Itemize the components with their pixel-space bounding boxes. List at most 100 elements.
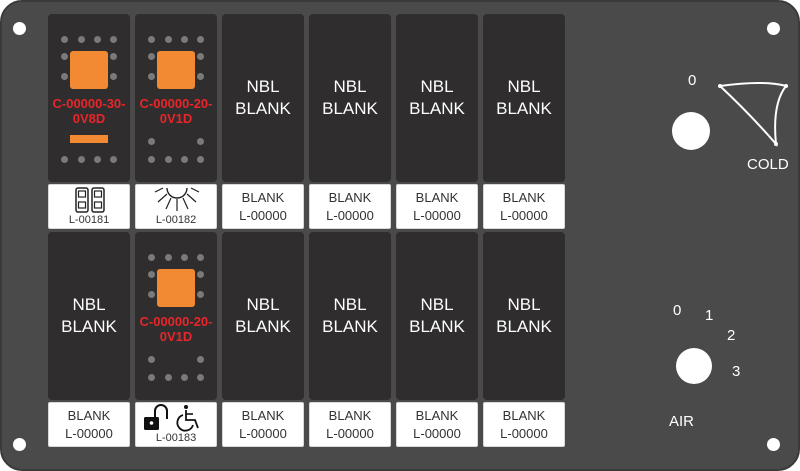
led-dot bbox=[197, 356, 204, 363]
switch-code: C-00000-20- 0V1D bbox=[131, 314, 221, 344]
air-position-0: 0 bbox=[673, 302, 682, 319]
led-dot bbox=[197, 53, 204, 60]
led-dot bbox=[148, 73, 155, 80]
temp-scale-arc bbox=[717, 82, 788, 148]
led-dot bbox=[61, 53, 68, 60]
led-dot bbox=[165, 156, 172, 163]
switch-label-bottom-3: BLANK L-00000 bbox=[222, 402, 304, 447]
led-dot bbox=[148, 254, 155, 261]
led-dot bbox=[78, 36, 85, 43]
mount-hole-top-right bbox=[767, 22, 780, 35]
led-dot bbox=[197, 36, 204, 43]
led-dot bbox=[181, 254, 188, 261]
indicator-light bbox=[70, 51, 108, 89]
led-dot bbox=[78, 156, 85, 163]
switch-top-1[interactable]: C-00000-30- 0V8D bbox=[48, 14, 130, 182]
switch-label-top-6: BLANK L-00000 bbox=[483, 184, 565, 229]
air-label: AIR bbox=[669, 413, 695, 430]
switch-label-top-3: BLANK L-00000 bbox=[222, 184, 304, 229]
indicator-light bbox=[157, 51, 195, 89]
led-dot bbox=[148, 156, 155, 163]
led-dot bbox=[165, 254, 172, 261]
led-dot bbox=[110, 73, 117, 80]
led-dot bbox=[94, 36, 101, 43]
led-dot bbox=[110, 156, 117, 163]
indicator-bar bbox=[70, 135, 108, 143]
mount-hole-bottom-left bbox=[13, 438, 26, 451]
label-code: L-00182 bbox=[155, 214, 197, 226]
switch-label-bottom-4: BLANK L-00000 bbox=[309, 402, 391, 447]
led-dot bbox=[61, 36, 68, 43]
led-dot bbox=[181, 156, 188, 163]
led-dot bbox=[110, 53, 117, 60]
led-dot bbox=[94, 156, 101, 163]
air-position-2: 2 bbox=[727, 327, 736, 344]
air-position-1: 1 bbox=[705, 307, 714, 324]
led-dot bbox=[197, 291, 204, 298]
switch-label-top-5: BLANK L-00000 bbox=[396, 184, 478, 229]
temp-cold-label: COLD bbox=[747, 156, 789, 173]
led-dot bbox=[61, 73, 68, 80]
switch-label-bottom-5: BLANK L-00000 bbox=[396, 402, 478, 447]
switch-code-line2: 0V1D bbox=[159, 329, 193, 344]
temp-knob[interactable] bbox=[672, 112, 710, 150]
mount-hole-top-left bbox=[13, 22, 26, 35]
temp-zero-label: 0 bbox=[688, 72, 697, 89]
switch-bottom-2[interactable]: C-00000-20- 0V1D bbox=[135, 232, 217, 400]
led-dot bbox=[197, 254, 204, 261]
switch-code-line2: 0V8D bbox=[72, 111, 106, 126]
led-dot bbox=[148, 53, 155, 60]
led-dot bbox=[61, 156, 68, 163]
switch-label-top-1: L-00181 bbox=[48, 184, 130, 229]
led-dot bbox=[148, 374, 155, 381]
switch-code: C-00000-30- 0V8D bbox=[44, 96, 134, 126]
switch-label-top-4: BLANK L-00000 bbox=[309, 184, 391, 229]
switch-label-bottom-2: L-00183 bbox=[135, 402, 217, 447]
indicator-light bbox=[157, 269, 195, 307]
led-dot bbox=[110, 36, 117, 43]
led-dot bbox=[197, 156, 204, 163]
led-dot bbox=[197, 138, 204, 145]
air-knob[interactable] bbox=[676, 348, 712, 384]
switch-code-line1: C-00000-20- bbox=[139, 314, 213, 329]
switch-code-line2: 0V1D bbox=[159, 111, 193, 126]
led-dot bbox=[148, 291, 155, 298]
led-dot bbox=[181, 36, 188, 43]
led-dot bbox=[148, 356, 155, 363]
led-dot bbox=[148, 138, 155, 145]
label-code: L-00183 bbox=[155, 432, 197, 444]
lock-wheelchair-icon bbox=[144, 404, 199, 432]
led-dot bbox=[197, 271, 204, 278]
switch-top-2[interactable]: C-00000-20- 0V1D bbox=[135, 14, 217, 182]
switch-code: C-00000-20- 0V1D bbox=[131, 96, 221, 126]
switch-code-line1: C-00000-20- bbox=[139, 96, 213, 111]
led-dot bbox=[181, 374, 188, 381]
air-position-3: 3 bbox=[732, 363, 741, 380]
led-dot bbox=[197, 73, 204, 80]
light-icon bbox=[154, 187, 200, 211]
led-dot bbox=[165, 374, 172, 381]
led-dot bbox=[148, 271, 155, 278]
switch-label-bottom-6: BLANK L-00000 bbox=[483, 402, 565, 447]
led-dot bbox=[197, 374, 204, 381]
label-code: L-00181 bbox=[68, 214, 110, 226]
led-dot bbox=[148, 36, 155, 43]
